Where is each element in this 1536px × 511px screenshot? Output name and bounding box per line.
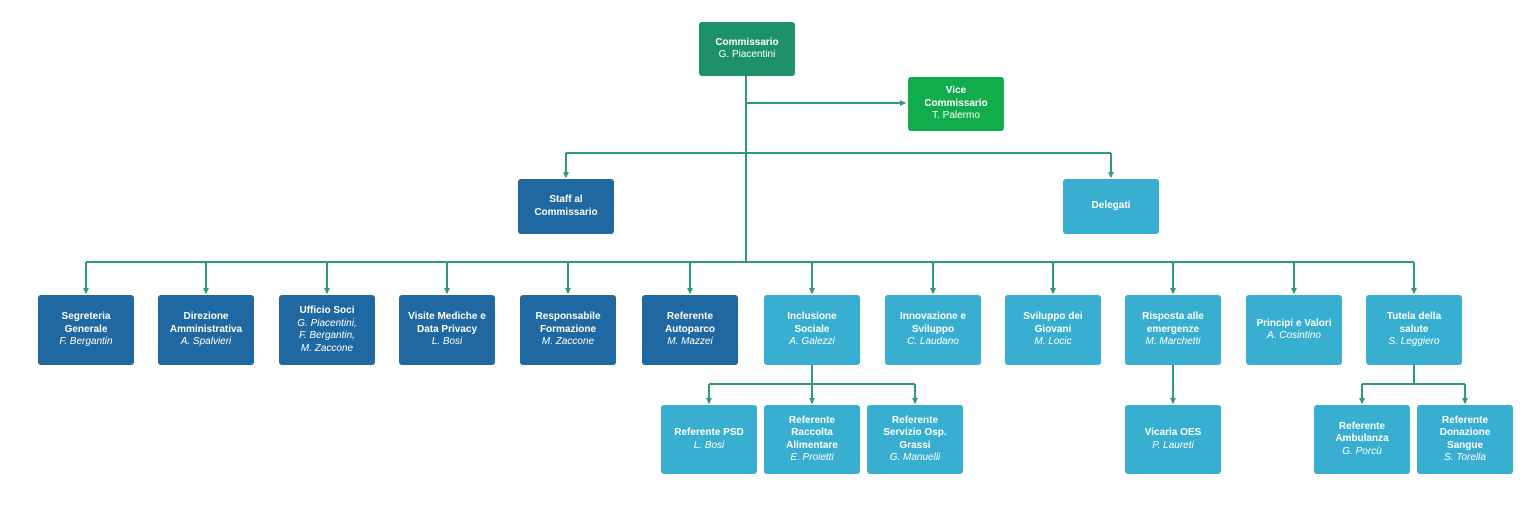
node-referente-raccolta-alimentare: Referente Raccolta Alimentare E. Proiett… [764,405,860,474]
node-person: S. Torella [1444,452,1486,463]
node-title: Referente Autoparco [665,311,715,335]
node-person: E. Proietti [790,452,834,463]
node-commissario: Commissario G. Piacentini [699,22,795,76]
node-title: Principi e Valori [1256,317,1332,329]
node-person: S. Leggiero [1388,336,1440,348]
node-person: L. Bosi [431,336,463,348]
node-title: Referente Donazione Sangue [1439,414,1491,451]
node-responsabile-formazione: Responsabile Formazione M. Zaccone [520,295,616,365]
node-innovazione-sviluppo: Innovazione e Sviluppo C. Laudano [885,295,981,365]
node-staff: Staff al Commissario [518,179,614,234]
node-title: Tutela della salute [1386,311,1442,335]
node-person: C. Laudano [907,336,959,348]
node-title: Referente Ambulanza [1335,420,1389,445]
node-person: T. Palermo [932,110,980,122]
node-title: Visite Mediche e Data Privacy [408,311,486,335]
node-title: Sviluppo dei Giovani [1023,311,1083,335]
node-risposta-emergenze: Risposta alle emergenze M. Marchetti [1125,295,1221,365]
node-person: G. Porcù [1342,445,1382,457]
node-direzione-amministrativa: Direzione Amministrativa A. Spalvieri [158,295,254,365]
node-delegati: Delegati [1063,179,1159,234]
node-title: Delegati [1091,200,1131,212]
node-title: Risposta alle emergenze [1142,311,1204,335]
node-vice-commissario: Vice Commissario T. Palermo [908,77,1004,131]
node-tutela-salute: Tutela della salute S. Leggiero [1366,295,1462,365]
node-title: Commissario [715,36,779,48]
node-person: P. Laureti [1152,439,1194,451]
node-title: Staff al Commissario [534,194,598,218]
node-title: Vice Commissario [924,85,988,109]
node-person: A. Cosintino [1267,330,1321,341]
node-title: Referente Raccolta Alimentare [786,414,838,451]
node-title: Ufficio Soci [299,305,355,316]
node-person: M. Mazzei [667,336,713,348]
node-person: G. Piacentini [718,49,776,60]
node-person: L. Bosi [693,439,725,451]
node-referente-servizio-osp: Referente Servizio Osp. Grassi G. Manuel… [867,405,963,474]
node-title: Vicaria OES [1144,427,1202,438]
node-person: M. Locic [1034,336,1072,348]
node-title: Innovazione e Sviluppo [899,311,967,335]
node-inclusione-sociale: Inclusione Sociale A. Galezzi [764,295,860,365]
node-person: M. Marchetti [1145,336,1201,348]
node-referente-donazione-sangue: Referente Donazione Sangue S. Torella [1417,405,1513,474]
node-person: F. Bergantin [59,336,113,348]
node-visite-mediche: Visite Mediche e Data Privacy L. Bosi [399,295,495,365]
node-referente-autoparco: Referente Autoparco M. Mazzei [642,295,738,365]
node-title: Segreteria Generale [61,311,111,335]
node-title: Referente Servizio Osp. Grassi [883,414,947,451]
node-title: Referente PSD [674,427,744,438]
node-segreteria-generale: Segreteria Generale F. Bergantin [38,295,134,365]
node-vicaria-oes: Vicaria OES P. Laureti [1125,405,1221,474]
node-sviluppo-giovani: Sviluppo dei Giovani M. Locic [1005,295,1101,365]
node-principi-valori: Principi e Valori A. Cosintino [1246,295,1342,365]
node-title: Responsabile Formazione [535,311,601,335]
node-person: A. Spalvieri [180,336,232,348]
node-referente-ambulanza: Referente Ambulanza G. Porcù [1314,405,1410,474]
node-person: G. Manuelli [889,452,941,463]
node-person: G. Piacentini, F. Bergantin, M. Zaccone [297,317,357,354]
node-title: Direzione Amministrativa [169,311,243,335]
node-ufficio-soci: Ufficio Soci G. Piacentini, F. Bergantin… [279,295,375,365]
node-referente-psd: Referente PSD L. Bosi [661,405,757,474]
node-title: Inclusione Sociale [787,311,837,335]
node-person: M. Zaccone [541,336,595,348]
node-person: A. Galezzi [789,336,835,348]
